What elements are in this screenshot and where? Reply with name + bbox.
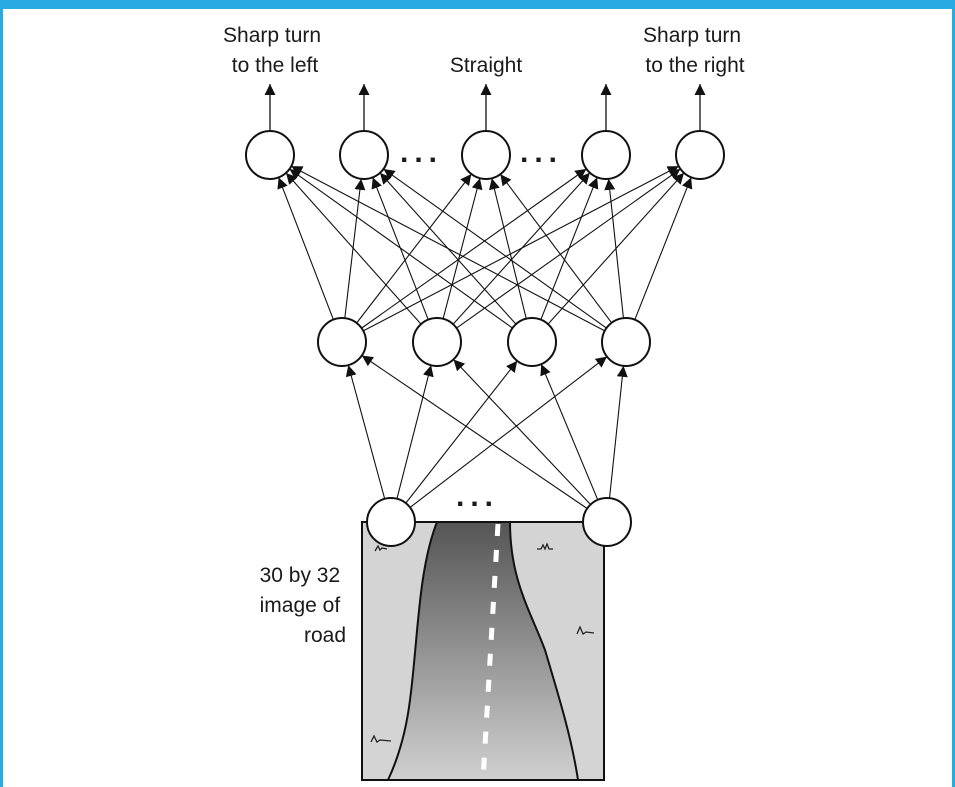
output-node-1 [339, 130, 389, 180]
edge-input1-hidden2 [540, 363, 599, 501]
hidden-node-2 [507, 317, 557, 367]
label-sharp-right: Sharp turn to the right [643, 24, 747, 77]
edge-hidden1-output0 [285, 172, 422, 325]
label-straight-line1: Straight [450, 54, 523, 77]
output-node-2 [461, 130, 511, 180]
output-gap-right: ... [520, 136, 563, 169]
label-sharp-left-line1: Sharp turn [223, 24, 321, 47]
hidden-node-0 [317, 317, 367, 367]
label-sharp-right-line2: to the right [645, 54, 744, 77]
label-sharp-right-line1: Sharp turn [643, 24, 741, 47]
edge-hidden3-output2 [499, 173, 613, 324]
output-node-4 [675, 130, 725, 180]
grass-tuft-icon [370, 542, 595, 743]
edge-hidden2-output2 [489, 178, 527, 319]
edge-hidden3-output3 [604, 178, 624, 319]
edge-input0-hidden0 [345, 365, 386, 499]
edge-hidden1-output2 [442, 178, 483, 319]
edge-hidden2-output0 [289, 168, 513, 329]
edge-hidden0-output2 [356, 173, 472, 324]
road-surface [386, 521, 580, 781]
edge-input0-hidden1 [396, 365, 434, 499]
edge-hidden0-output3 [361, 168, 587, 329]
label-input-image-line3: road [304, 624, 346, 647]
input-gap: ... [456, 480, 499, 513]
output-node-0 [245, 130, 295, 180]
road-image [361, 521, 605, 781]
edge-hidden3-output4 [634, 177, 693, 320]
label-sharp-left: Sharp turn to the left [223, 24, 327, 77]
label-straight: Straight [450, 54, 523, 77]
edge-hidden1-output3 [452, 172, 591, 325]
input-node-0 [366, 497, 416, 547]
edge-input1-hidden1 [453, 359, 591, 505]
edge-input0-hidden2 [405, 360, 518, 504]
edge-input1-hidden3 [608, 365, 628, 499]
edge-hidden0-output0 [277, 177, 334, 320]
edge-hidden3-output1 [383, 168, 607, 329]
lane-marking [480, 523, 501, 781]
edge-hidden2-output3 [540, 177, 599, 320]
hidden-node-3 [601, 317, 651, 367]
nodes [245, 130, 725, 547]
label-input-image-line1: 30 by 32 [260, 564, 341, 587]
hidden-node-1 [412, 317, 462, 367]
input-node-1 [582, 497, 632, 547]
label-sharp-left-line2: to the left [232, 54, 319, 77]
output-gap-left: ... [400, 136, 443, 169]
connections [264, 84, 706, 509]
edge-input0-hidden3 [409, 356, 608, 508]
label-input-image-line2: image of [260, 594, 341, 617]
edge-hidden3-output0 [290, 165, 606, 332]
output-node-3 [581, 130, 631, 180]
label-input-image: 30 by 32 image of road [260, 564, 346, 647]
edge-input1-hidden0 [361, 355, 588, 509]
